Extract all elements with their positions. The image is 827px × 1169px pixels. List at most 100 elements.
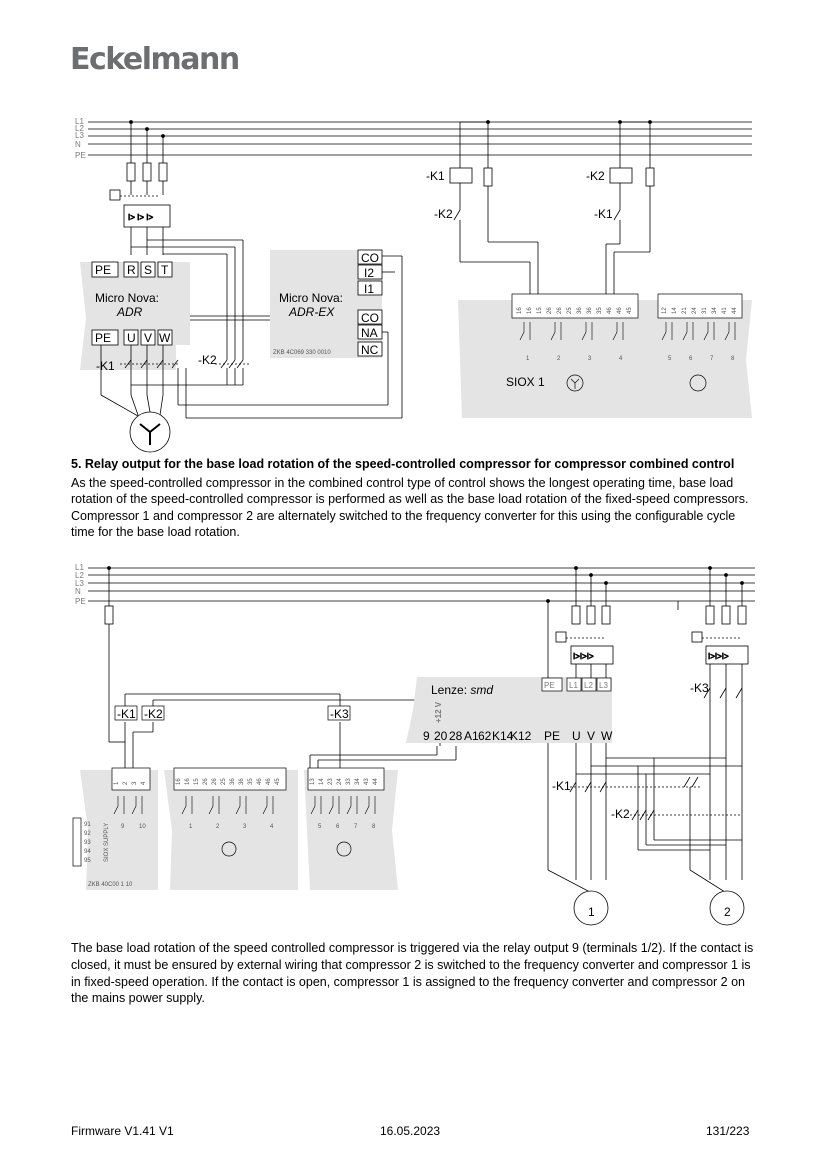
siox1-terminal-16: 16 [527,307,533,314]
siox2-terminal-c-13: 13 [310,778,316,785]
wiring-diagram-1: L1 L2 L3 N PE I> I> I> [75,117,752,453]
bus-label-l2: L2 [75,124,84,133]
lenze-terminal-w: W [601,729,613,743]
lenze-title: Lenze: smd [431,683,493,697]
k1-coil-label: -K1 [426,169,445,183]
siox1-relay-number-8: 8 [731,356,735,362]
siox2-terminal-c-24: 24 [337,778,343,785]
siox2-terminal-b-9: 46 [257,778,263,785]
lenze-terminal-28: 28 [449,729,463,743]
siox2-relay-number-10: 10 [139,824,146,830]
relay-contact-icon [346,796,358,815]
adr-terminal-r: R [127,263,136,277]
lenze-terminal-k12: K12 [510,729,532,743]
siox-supply-label: SIOX SUPPLY [104,823,110,862]
lenze-terminal-l1: L1 [569,681,578,690]
siox2-relay-number-5: 5 [318,824,322,830]
adr-terminal-v: V [144,331,152,345]
siox-supply-pin-93: 93 [84,840,91,846]
relay-contact-icon [328,796,340,815]
adrex-terminal-co1: CO [361,251,379,265]
footer-page-number: 131/223 [706,1124,750,1138]
siox1-terminal-14: 14 [672,307,678,314]
k2-label-d2: -K2 [144,707,163,721]
adr-terminal-u: U [127,331,136,345]
siox2-terminal-b-11: 45 [275,778,281,785]
relay-contact-icon [612,322,624,341]
siox2-relay-number-8: 8 [372,824,376,830]
k2-label-d1: -K2 [198,353,217,367]
relay-contact-icon [703,322,715,341]
svg-text:I>I>I>: I>I>I> [708,652,729,661]
adrex-terminal-i1: I1 [364,282,374,296]
adrex-subtitle: ADR-EX [288,305,335,319]
relay-contact-icon [682,322,694,341]
siox1-terminal-45: 45 [627,307,633,314]
siox1-relay-number-2: 2 [557,356,561,362]
siox2-terminal-b-2: 15 [194,778,200,785]
k3-label-d2: -K3 [330,707,349,721]
relay-contact-icon [113,796,125,815]
adr-title: Micro Nova: [95,291,159,305]
siox-supply-pin-95: 95 [84,858,91,864]
relay-contact-icon [310,796,322,815]
siox1-relay-number-4: 4 [619,356,623,362]
siox2-terminal-b-1: 16 [185,778,191,785]
lenze-terminal-pe-in: PE [544,681,555,690]
lenze-terminal-v: V [587,729,595,743]
siox2-relay-number-9: 9 [121,824,125,830]
siox2-relay-number-3: 3 [243,824,247,830]
bus-label-pe: PE [75,151,86,160]
siox2-terminal-a-4: 4 [141,781,147,785]
motor-2-label: 2 [724,905,731,919]
siox1-terminal-31: 31 [702,307,708,314]
adrex-part-number: ZKB 4C069 330 0010 [273,350,331,356]
k3-contact-label-d2: -K3 [690,681,709,695]
siox1-relay-number-1: 1 [526,356,530,362]
siox2-terminal-b-6: 36 [230,778,236,785]
relay-contact-icon [262,796,274,815]
relay-contact-icon [581,322,593,341]
siox1-terminal-25: 25 [567,307,573,314]
wiring-diagram-2: L1 L2 L3 N PE -K1 -K2 -K3 [72,563,755,926]
siox1-terminal-36: 36 [587,307,593,314]
siox2-relay-number-4: 4 [270,824,274,830]
siox2-terminal-b-8: 35 [248,778,254,785]
siox1-terminal-16: 16 [517,307,523,314]
siox2-relay-number-1: 1 [189,824,193,830]
adrex-title: Micro Nova: [279,291,343,305]
siox2-relay-number-6: 6 [336,824,340,830]
relay-contact-icon [661,322,673,341]
siox2-relay-number-2: 2 [216,824,220,830]
siox-supply-pin-91: 91 [84,822,91,828]
siox1-relay-number-3: 3 [588,356,592,362]
siox2-terminal-c-14: 14 [319,778,325,785]
lenze-terminal-9: 9 [423,729,430,743]
siox2-part-number: ZKB 40C00 1 10 [88,882,133,888]
siox1-label: SIOX 1 [506,375,545,389]
siox1-terminal-44: 44 [732,307,738,314]
adrex-terminal-nc: NC [361,343,379,357]
lenze-terminal-l3: L3 [599,681,608,690]
company-logo: Eckelmann [70,42,240,77]
adrex-terminal-i2: I2 [364,266,374,280]
bus-label-l3: L3 [75,131,84,140]
adr-terminal-pe-out: PE [95,331,111,345]
siox1-terminal-26: 26 [547,307,553,314]
lenze-terminal-a1: A1 [464,729,479,743]
motor-1-label: 1 [588,905,595,919]
k2-contact-label-d2: -K2 [611,807,630,821]
lenze-terminal-20: 20 [434,729,448,743]
adr-terminal-w: W [159,331,171,345]
relay-contact-icon [131,796,143,815]
bus2-label-l1: L1 [75,563,84,572]
siox1-terminal-21: 21 [682,307,688,314]
lenze-terminal-pe: PE [544,729,560,743]
siox2-terminal-b-5: 25 [221,778,227,785]
adrex-terminal-co2: CO [361,311,379,325]
